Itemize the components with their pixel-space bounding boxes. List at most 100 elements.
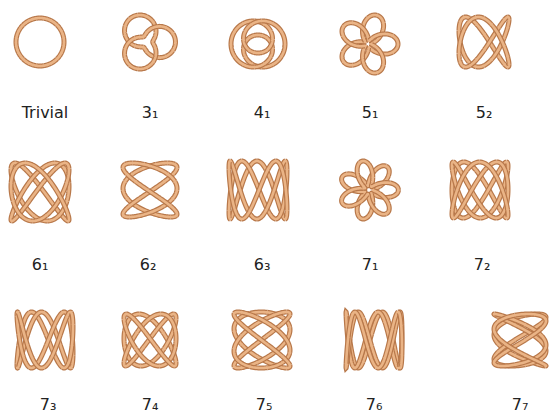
knot-strand-outline bbox=[139, 212, 151, 216]
knot-strand bbox=[173, 33, 176, 42]
knot-strand bbox=[360, 161, 369, 164]
knot-strand bbox=[400, 355, 402, 368]
knot-drawing bbox=[452, 162, 508, 218]
knot-strand bbox=[495, 332, 506, 344]
knot-label: 4₁ bbox=[254, 103, 271, 122]
knot-strand-outline bbox=[267, 344, 282, 356]
knot-strand bbox=[477, 50, 485, 60]
knot-strand-outline bbox=[259, 169, 268, 190]
knot-strand-outline bbox=[160, 314, 170, 319]
knot-strand bbox=[268, 161, 276, 169]
knot-strand bbox=[376, 183, 390, 185]
knot-strand-outline bbox=[390, 190, 398, 197]
knot-strand bbox=[173, 190, 177, 198]
knot-strand-outline bbox=[460, 31, 463, 42]
knot-strand-outline bbox=[398, 312, 401, 326]
knot-strand bbox=[484, 210, 496, 218]
knot-strand bbox=[53, 334, 61, 355]
knot-strand-outline bbox=[381, 54, 383, 65]
knot-strand bbox=[173, 42, 176, 51]
knot-strand bbox=[44, 355, 53, 367]
knot-strand bbox=[264, 57, 270, 64]
knot-strand bbox=[534, 348, 545, 358]
knot-strand bbox=[515, 314, 535, 315]
knot-strand bbox=[60, 346, 66, 364]
knot-strand-outline bbox=[257, 353, 274, 363]
knot-strand bbox=[375, 46, 382, 54]
knot-strand bbox=[376, 358, 385, 368]
knot-strand bbox=[508, 64, 509, 67]
knot-strand-outline bbox=[130, 198, 140, 206]
knot-strand-outline bbox=[282, 169, 286, 190]
knot-strand-outline bbox=[358, 175, 364, 186]
knot-strand-outline bbox=[53, 334, 61, 355]
knot-strand-outline bbox=[231, 190, 235, 211]
knot-strand bbox=[167, 361, 174, 366]
knot-strand bbox=[28, 346, 36, 364]
knot-strand-outline bbox=[468, 210, 481, 218]
knot-drawing bbox=[125, 15, 176, 69]
knot-strand-outline bbox=[351, 44, 361, 46]
knot-drawing bbox=[346, 312, 402, 368]
knot-strand bbox=[352, 188, 364, 190]
knot-strand-outline bbox=[492, 170, 502, 190]
knot-strand-outline bbox=[262, 21, 273, 24]
knot-strand bbox=[542, 363, 546, 366]
knot-strand-outline bbox=[369, 198, 375, 210]
knot-strand bbox=[44, 313, 53, 325]
knot-strand-outline bbox=[376, 358, 385, 368]
knot-strand bbox=[257, 161, 266, 169]
knot-strand-outline bbox=[127, 174, 136, 182]
knot-strand bbox=[152, 206, 164, 212]
knot-strand bbox=[245, 24, 251, 31]
knot-strand-outline bbox=[122, 26, 128, 35]
knot-strand-outline bbox=[268, 161, 276, 169]
knot-strand-outline bbox=[282, 32, 285, 44]
knot-strand bbox=[257, 211, 266, 219]
knot-strand-outline bbox=[18, 313, 22, 325]
knot-label: 5₁ bbox=[362, 103, 379, 122]
knot-strand-outline bbox=[342, 52, 344, 62]
knot-strand-outline bbox=[495, 332, 506, 344]
knot-strand-outline bbox=[125, 58, 130, 66]
knot-strand bbox=[348, 314, 353, 337]
knot-strand bbox=[459, 42, 460, 53]
knot-strand bbox=[353, 312, 360, 319]
knot-strand bbox=[166, 28, 173, 34]
knot-strand-outline bbox=[130, 65, 138, 69]
knot-strand bbox=[471, 190, 484, 210]
knot-strand-outline bbox=[51, 183, 62, 201]
knot-strand bbox=[156, 163, 167, 164]
knot-strand-outline bbox=[144, 164, 157, 168]
knot-strand bbox=[497, 162, 505, 170]
knot-strand bbox=[467, 162, 480, 170]
knot-strand bbox=[60, 317, 66, 335]
knot-strand-outline bbox=[44, 313, 53, 325]
knot-strand bbox=[148, 190, 160, 198]
knot-strand bbox=[468, 210, 481, 218]
knot-strand-outline bbox=[368, 70, 377, 73]
knot-strand-outline bbox=[13, 201, 21, 216]
knot-strand-outline bbox=[477, 24, 485, 34]
knot-strand bbox=[480, 162, 493, 170]
knot-strand bbox=[369, 164, 373, 178]
knot-drawing bbox=[459, 17, 509, 67]
knot-strand bbox=[234, 56, 243, 64]
knot-strand-outline bbox=[33, 215, 47, 221]
knot-strand bbox=[257, 353, 274, 363]
knot-strand-outline bbox=[499, 20, 504, 28]
knot-strand bbox=[494, 322, 498, 332]
knot-strand-outline bbox=[29, 183, 42, 201]
knot-strand bbox=[252, 21, 262, 24]
knot-strand bbox=[266, 190, 274, 211]
knot-strand-outline bbox=[234, 56, 243, 64]
knot-strand bbox=[287, 365, 290, 368]
knot-strand bbox=[160, 198, 170, 206]
knot-strand bbox=[498, 315, 515, 321]
knot-strand bbox=[138, 67, 147, 69]
knot-strand-outline bbox=[515, 314, 535, 315]
knot-strand-outline bbox=[542, 319, 546, 328]
knot-strand-outline bbox=[133, 163, 144, 164]
knot-strand bbox=[136, 206, 148, 212]
knot-strand bbox=[123, 49, 126, 58]
